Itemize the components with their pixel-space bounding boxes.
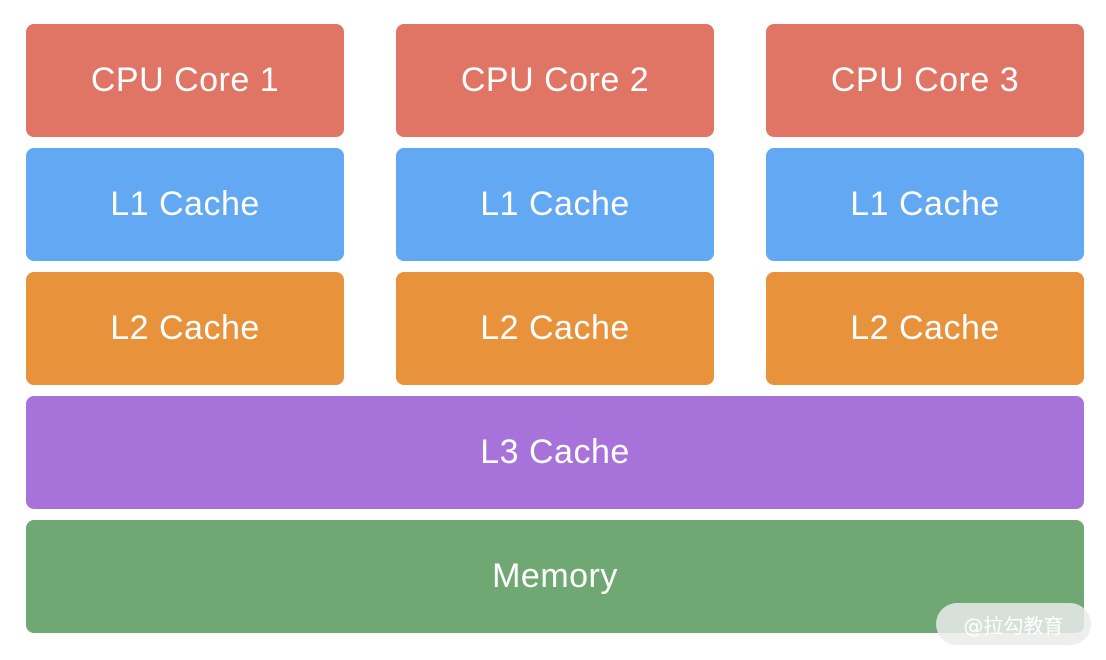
l2-cache-3-block: L2 Cache: [766, 272, 1084, 385]
l1-cache-1-block: L1 Cache: [26, 148, 344, 261]
l2-cache-3-label: L2 Cache: [850, 309, 1000, 347]
cpu-core-3-block: CPU Core 3: [766, 24, 1084, 137]
memory-block: Memory: [26, 520, 1084, 633]
l2-cache-1-block: L2 Cache: [26, 272, 344, 385]
l1-cache-3-label: L1 Cache: [850, 185, 1000, 223]
l2-cache-1-label: L2 Cache: [110, 309, 260, 347]
watermark-text: @拉勾教育: [963, 613, 1064, 638]
l1-cache-3-block: L1 Cache: [766, 148, 1084, 261]
l2-cache-2-block: L2 Cache: [396, 272, 714, 385]
cpu-core-3-label: CPU Core 3: [830, 61, 1020, 99]
memory-label: Memory: [492, 557, 618, 595]
l3-cache-label: L3 Cache: [480, 433, 630, 471]
watermark-badge: @拉勾教育: [936, 603, 1091, 645]
l3-cache-block: L3 Cache: [26, 396, 1084, 509]
cpu-core-2-label: CPU Core 2: [460, 61, 650, 99]
cpu-core-1-label: CPU Core 1: [90, 61, 280, 99]
l2-cache-2-label: L2 Cache: [480, 309, 630, 347]
l1-cache-2-label: L1 Cache: [480, 185, 630, 223]
cpu-core-1-block: CPU Core 1: [26, 24, 344, 137]
cpu-core-2-block: CPU Core 2: [396, 24, 714, 137]
l1-cache-1-label: L1 Cache: [110, 185, 260, 223]
l1-cache-2-block: L1 Cache: [396, 148, 714, 261]
